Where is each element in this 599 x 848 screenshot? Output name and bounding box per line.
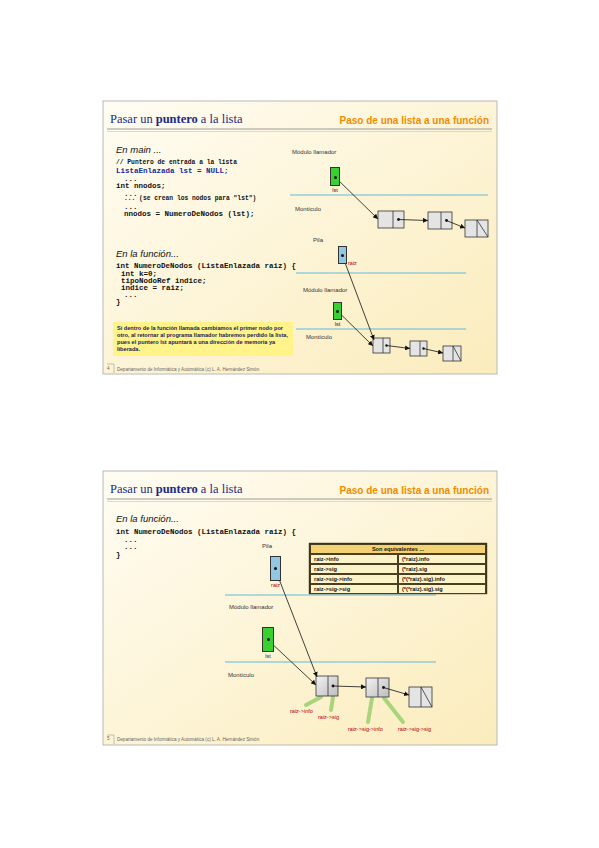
code-line: } [116, 298, 121, 306]
slide-title: puntero [156, 113, 198, 127]
pointer-cell [262, 627, 274, 652]
variable-name: raiz [348, 260, 357, 266]
slide-title: Pasar un [110, 483, 153, 497]
slide-header: Paso de una lista a una función [340, 485, 489, 496]
region-label: Montículo [295, 206, 321, 213]
note-text: Si dentro de la función llamada cambiamo… [113, 322, 293, 356]
pointer-cell [333, 302, 342, 320]
region-label: Montículo [228, 672, 254, 679]
field-label: raiz->sig [318, 714, 339, 720]
pointer-variable: lst [330, 167, 340, 186]
pointer-cell [270, 556, 281, 581]
pointer-cell [338, 246, 347, 264]
region-label: Pila [313, 237, 323, 244]
code-line: ... [124, 543, 138, 551]
table-cell: (*(*raiz).sig).sig [398, 584, 486, 594]
variable-name: lst [265, 653, 271, 659]
code-line: } [116, 551, 121, 559]
note-box: Si dentro de la función llamada cambiamo… [113, 322, 293, 356]
table-cell: raiz->sig->sig [310, 584, 398, 594]
variable-name: raiz [271, 582, 280, 588]
footer-text: Departamento de Informática y Automática… [117, 737, 259, 742]
region-label: Módulo llamador [292, 149, 336, 156]
table-cell: raiz->sig [310, 564, 398, 574]
table-cell: raiz->sig->info [310, 574, 398, 584]
pointer-variable: lst [333, 302, 342, 320]
region-label: Módulo llamador [303, 287, 347, 294]
footer-text: Departamento de Informática y Automática… [117, 367, 259, 372]
table-cell: (*raiz).info [398, 554, 486, 564]
slide-title: puntero [156, 483, 198, 497]
table-header: Son equivalentes ... [310, 544, 486, 554]
pointer-cell [330, 167, 340, 186]
code-line: ... (se crean los nodos para "lst") [124, 196, 256, 203]
slide-header: Paso de una lista a una función [340, 115, 489, 126]
table-cell: (*raiz).sig [398, 564, 486, 574]
pointer-variable: lst [262, 627, 274, 652]
slide-title: Pasar un [110, 113, 153, 127]
page-number: 4 [107, 366, 110, 371]
code-line: ListaEnlazada lst = NULL; [116, 167, 229, 175]
slide-title: a la lista [201, 483, 243, 497]
field-label: raiz->info [290, 708, 313, 714]
region-label: Montículo [306, 334, 332, 341]
slide-title: a la lista [201, 113, 243, 127]
code-line: int NumeroDeNodos (ListaEnlazada raiz) { [116, 262, 296, 270]
code-line: nnodos = NumeroDeNodos (lst); [124, 210, 255, 218]
pointer-variable: raiz [338, 246, 347, 264]
table-cell: raiz->info [310, 554, 398, 564]
code-line: int nnodos; [116, 182, 166, 190]
section-heading: En la función... [116, 249, 179, 259]
variable-name: lst [332, 187, 338, 193]
section-heading: En la función... [116, 514, 179, 524]
code-line: ... [124, 291, 138, 299]
region-label: Módulo llamador [229, 604, 273, 611]
region-label: Pila [262, 543, 272, 550]
table-cell: (*(*raiz).sig).info [398, 574, 486, 584]
code-line: int NumeroDeNodos (ListaEnlazada raiz) { [116, 528, 296, 536]
field-label: raiz->sig->sig [398, 726, 431, 732]
section-heading: En main ... [116, 145, 161, 155]
code-comment: // Puntero de entrada a la lista [116, 160, 237, 167]
pointer-variable: raiz [270, 556, 281, 581]
variable-name: lst [335, 321, 341, 327]
field-label: raiz->sig->info [348, 726, 383, 732]
page-number: 5 [107, 736, 110, 741]
